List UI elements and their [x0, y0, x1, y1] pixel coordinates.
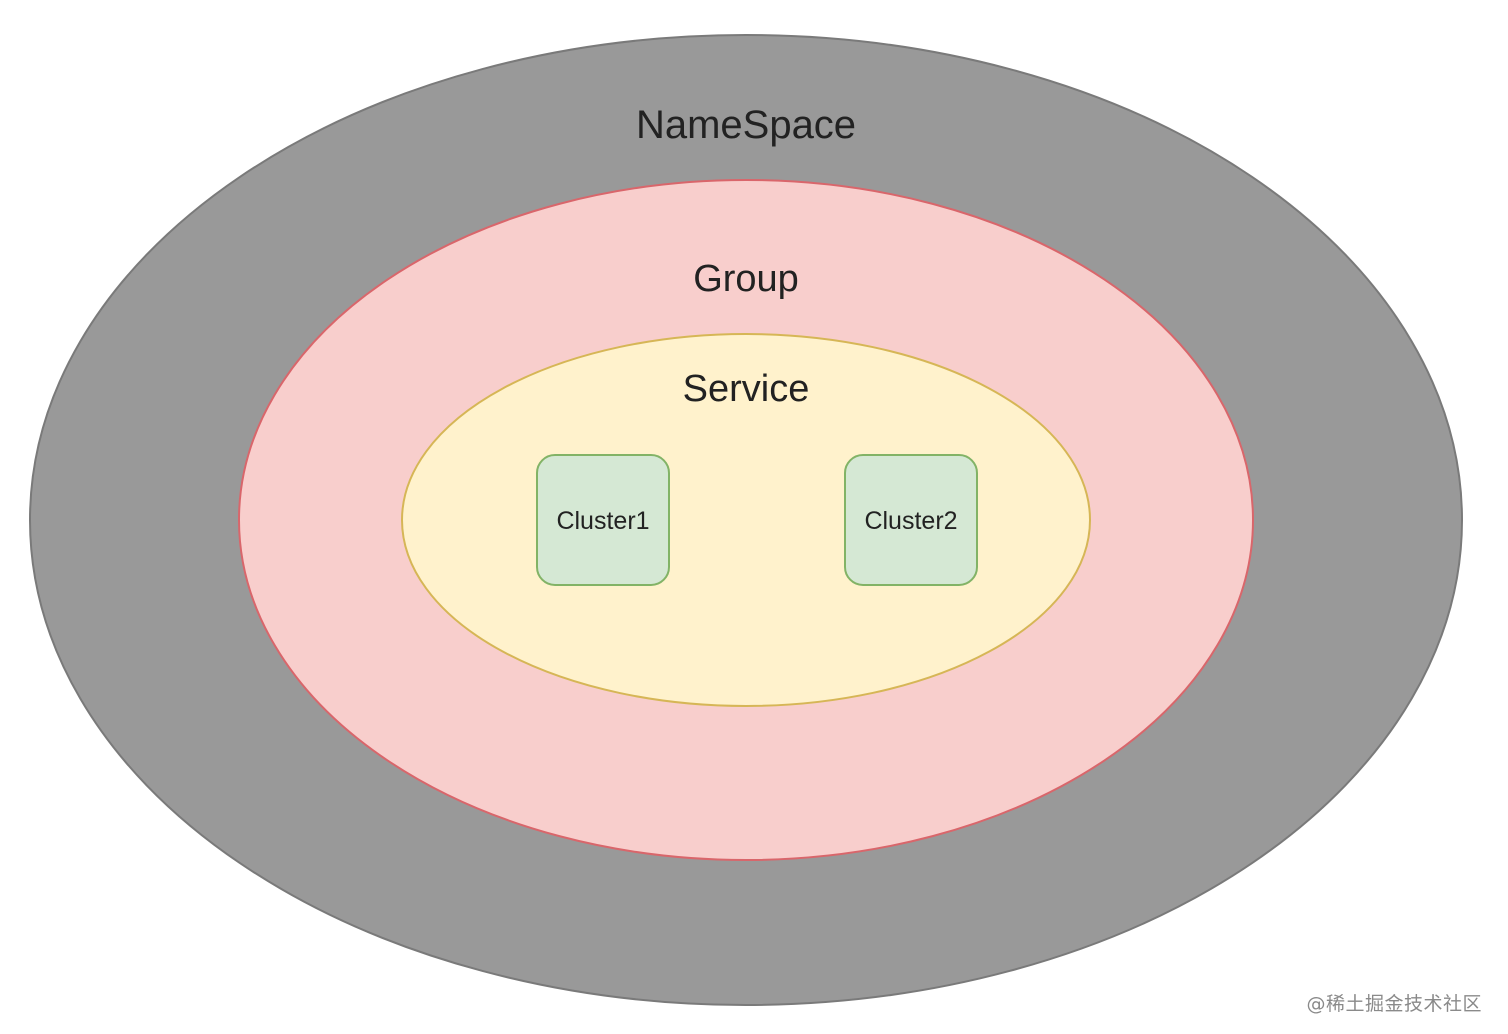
watermark: @稀土掘金技术社区 [1306, 993, 1482, 1015]
group-label: Group [693, 258, 799, 300]
cluster1-label: Cluster1 [556, 507, 649, 535]
cluster1-box [536, 454, 670, 586]
cluster2-label: Cluster2 [864, 507, 957, 535]
service-ellipse [401, 333, 1091, 707]
cluster2-box [844, 454, 978, 586]
service-label: Service [683, 368, 810, 410]
namespace-label: NameSpace [636, 103, 856, 147]
